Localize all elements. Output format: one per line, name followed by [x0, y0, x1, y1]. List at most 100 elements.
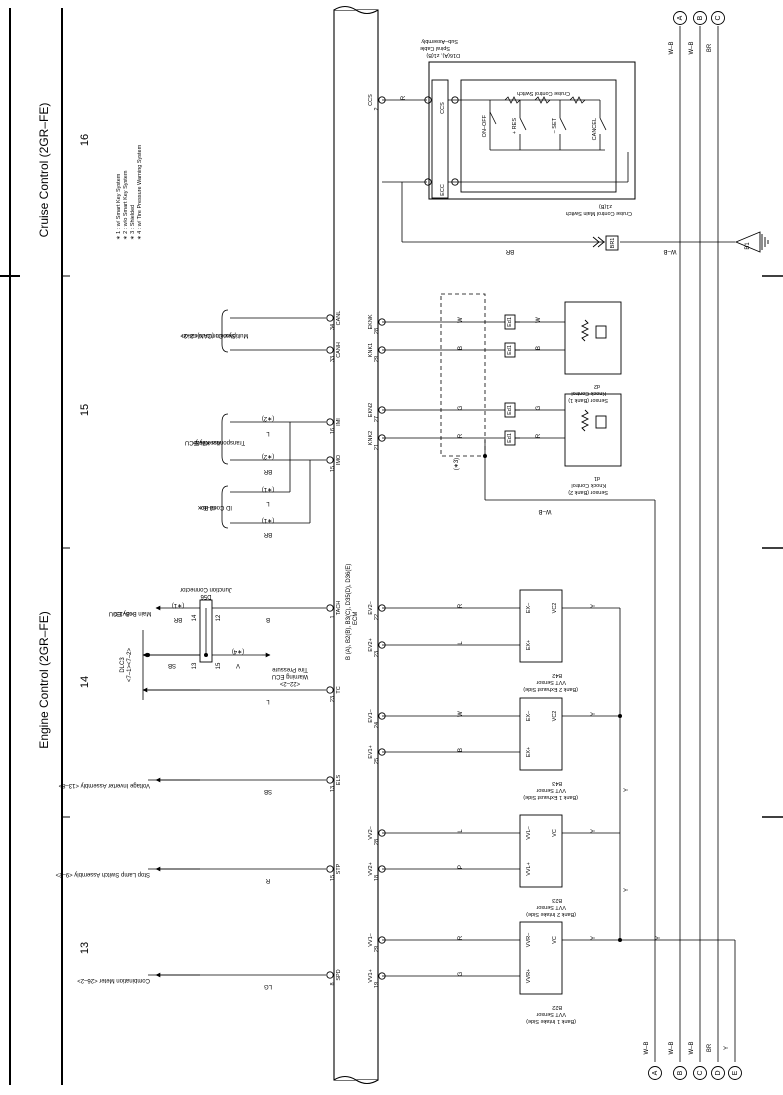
ecm-pin-name: EV2– — [368, 600, 374, 614]
ecm-pin-name: VV2+ — [368, 862, 374, 876]
vvt-b42-pin-3: VC2 — [552, 603, 558, 614]
ecm-pin-terminal — [326, 418, 334, 426]
wire-vv1m: R — [458, 935, 464, 940]
ecm-pin-terminal — [326, 971, 334, 979]
switch-cancel: CANCEL — [592, 118, 598, 140]
ecm-pin-number: 13 — [330, 786, 336, 792]
ecm-pin-number: 21 — [374, 444, 380, 450]
vvt-b43-pin-2: EX+ — [526, 747, 532, 758]
vvt-b22-pin-2: VVR+ — [526, 969, 532, 984]
knock1-id: d2 — [594, 383, 600, 389]
ecm-pin-name: VV1+ — [368, 969, 374, 983]
ecm-pin-terminal — [326, 776, 334, 784]
knock1-name-1: Knock Control — [571, 390, 606, 396]
wire-eknk: W — [458, 317, 464, 323]
footnotes: ∗ 1 : w/ Smart Key System ∗ 2 : w/o Smar… — [116, 144, 143, 240]
wire-vc-4: Y — [591, 936, 597, 940]
vvt-b23-name-1: VVT Sensor — [536, 904, 566, 910]
knock-sensor-bank1 — [504, 301, 622, 375]
dest-junction-2: Junction Connector — [180, 586, 232, 592]
knock2-conn-a: Ed1 — [507, 405, 513, 415]
knock1-name-2: Sensor (Bank 1) — [568, 397, 608, 403]
ecm-pin-number: 28 — [374, 839, 380, 845]
ecm-pin-terminal — [326, 456, 334, 464]
wire-wb-ground: W–B — [663, 248, 676, 254]
vvt-b43-pin-1: EX– — [526, 710, 532, 721]
knock1-conn-a: Ed1 — [507, 317, 513, 327]
ecm-pin-name: EKN2 — [368, 403, 374, 417]
shield-junction — [483, 454, 487, 458]
offpage-top-b-label: B — [697, 15, 704, 20]
offpage-connectors: A B C W–B W–B BR A B C D E W–B W–B W–B B… — [644, 11, 742, 1080]
wire-vv2p: P — [458, 865, 464, 869]
ecm-pin-number: 28 — [374, 328, 380, 334]
ecm-pin-terminal — [326, 314, 334, 322]
ecm-connectors: B (A), B2(B), B3(C), D35(D), D36(E) — [346, 564, 352, 660]
ecm-pin-name: VV1– — [368, 932, 374, 946]
vvt-b42-name-1: VVT Sensor — [536, 679, 566, 685]
vvt-b42-name-2: (Bank 2 Exhaust Side) — [523, 686, 578, 692]
cruise-title: Cruise Control (2GR–FE) — [37, 103, 51, 238]
vvt-b23-pin-1: VVL– — [526, 825, 532, 839]
shield-note: (∗3) — [454, 458, 460, 470]
spiral-pin-ccs: CCS — [440, 102, 446, 114]
wire-vc-out: Y — [656, 936, 662, 940]
ecm-pin-name: TACH — [336, 601, 342, 616]
dest-voltage: Voltage Inverter Assembly <13–8> — [58, 782, 150, 788]
switch-on-off: ON–OFF — [482, 114, 488, 137]
wire-id1-note: (∗1) — [262, 486, 274, 492]
offpage-bottom-c-wire: W–B — [689, 1041, 695, 1054]
wire-ev2p: L — [458, 641, 464, 645]
ecm-pin-name: KNK1 — [368, 343, 374, 357]
ecm-pin-number: 8 — [330, 982, 336, 985]
dest-combination: Combination Meter <26–2> — [77, 977, 150, 983]
ecm-pin-number: 29 — [374, 356, 380, 362]
note-1: ∗ 1 : w/ Smart Key System — [116, 173, 122, 240]
ecm-pin-name: EV1– — [368, 708, 374, 722]
offpage-bottom-e-label: E — [732, 1070, 739, 1075]
wire-imo-note: (∗2) — [262, 453, 274, 459]
vvt-b22-pin-3: VC — [552, 936, 558, 944]
wire-ccs: R — [401, 95, 407, 100]
wire-imi-color: L — [266, 430, 270, 436]
wire-knk1-2: B — [536, 346, 542, 350]
ecm-pin-number: 29 — [374, 946, 380, 952]
ecm-pin-name: STP — [336, 863, 342, 874]
knock-sensor-bank2 — [504, 393, 622, 467]
spiral-cable-sub: Sub–Assembly — [421, 38, 458, 44]
ecm-pin-number: 33 — [330, 356, 336, 362]
cruise-main-switch-name: Cruise Control Main Switch — [566, 210, 632, 216]
ecm-pin-number: 23 — [374, 651, 380, 657]
dest-dlc3-2: <7–1><7–2> — [127, 647, 133, 682]
offpage-top-c-wire: BR — [707, 43, 713, 52]
vvt-b42-pin-1: EX– — [526, 602, 532, 613]
knock2-id: d1 — [594, 475, 600, 481]
wire-spd: LG — [264, 983, 272, 989]
dest-idcode-2: <3–6> — [199, 504, 217, 510]
dest-transponder-3: <7–3> — [192, 439, 210, 445]
junction-pin-12: 12 — [216, 614, 222, 621]
vvt-sensor-boxes — [519, 589, 563, 995]
offpage-top-c — [711, 11, 725, 25]
dest-tire-1: Tire Pressure — [271, 666, 307, 672]
offpage-bottom-a-wire: W–B — [644, 1041, 650, 1054]
wire-tach-note: (∗1) — [172, 602, 184, 608]
ecm-pin-name: SPD — [336, 969, 342, 980]
junction-pin-14: 14 — [192, 614, 198, 621]
ecm-pin-number: 16 — [330, 428, 336, 434]
knock-labels: d2 Knock Control Sensor (Bank 1) Ed1 Ed1… — [507, 317, 608, 495]
page-number-16: 16 — [79, 134, 91, 146]
ecm-pin-name: EV2+ — [368, 638, 374, 652]
dest-transponder-1: Transponder Key ECU — [185, 439, 245, 445]
ecm-pin-number: 34 — [330, 324, 336, 330]
wire-ev1p: B — [458, 748, 464, 752]
wire-vv2m: L — [458, 829, 464, 833]
ecm-pin-name: IMO — [336, 454, 342, 465]
wire-vc-rail-1: Y — [624, 788, 630, 792]
dest-stoplamp: Stop Lamp Switch Assembly <9–2> — [55, 871, 150, 877]
offpage-bottom-d — [711, 1066, 725, 1080]
wire-tach-body: BR — [173, 616, 182, 622]
ecm-pin-name: EKNK — [368, 314, 374, 329]
vvt-b43-id: B43 — [552, 780, 562, 786]
switch-set: – SET — [552, 117, 558, 133]
